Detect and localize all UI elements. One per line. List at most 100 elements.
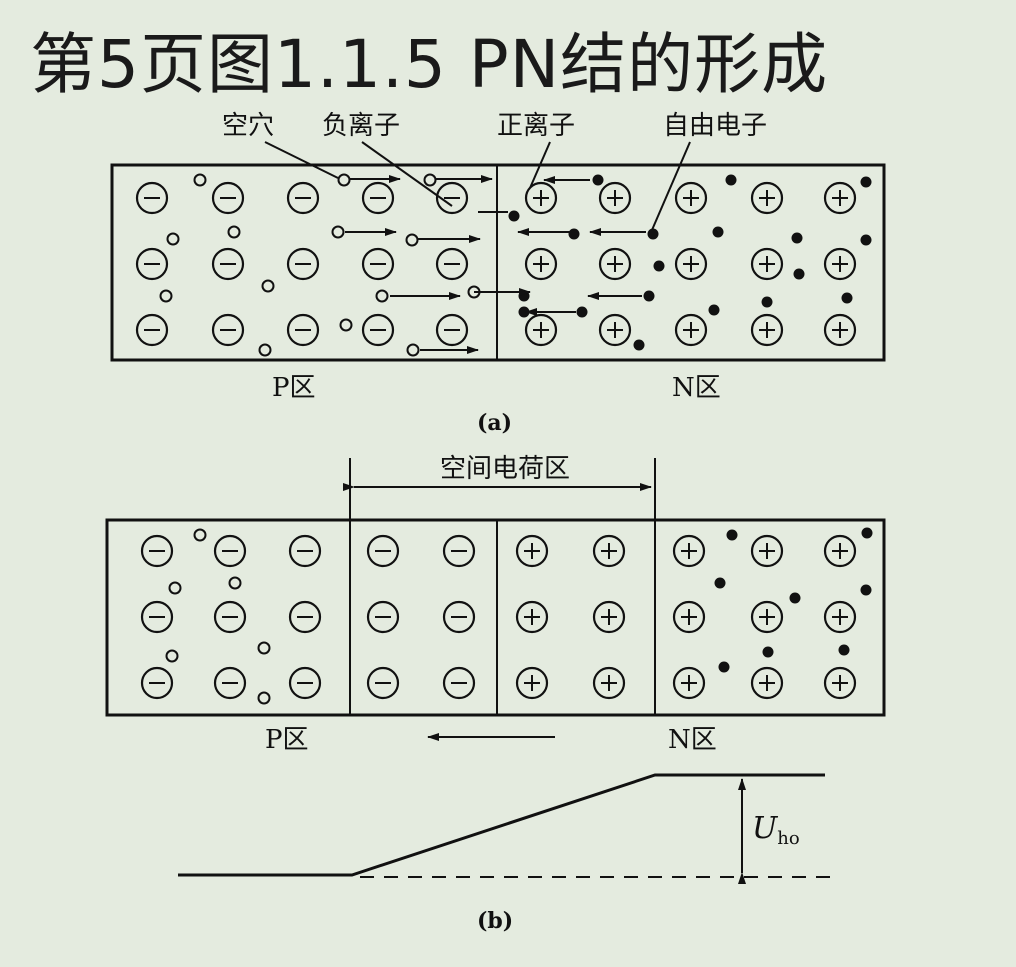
potential-curve xyxy=(178,773,825,877)
positive-ion xyxy=(750,534,784,568)
positive-ion xyxy=(750,600,784,634)
hole-label: 空穴 xyxy=(222,111,274,141)
positive-ion xyxy=(592,534,626,568)
positive-ion xyxy=(823,534,857,568)
negative-ion xyxy=(211,247,245,281)
positive-ion xyxy=(524,181,558,215)
crystal-box-b xyxy=(105,518,886,717)
free-electron xyxy=(838,644,850,656)
positive-ion xyxy=(672,534,706,568)
positive-ion xyxy=(672,666,706,700)
free-electron-label: 自由电子 xyxy=(663,111,767,141)
negative-ion xyxy=(288,666,322,700)
negative-ion xyxy=(135,313,169,347)
negative-ion xyxy=(435,181,469,215)
free-electron xyxy=(508,210,520,222)
negative-ion xyxy=(213,600,247,634)
free-electron xyxy=(762,646,774,658)
positive-ion xyxy=(672,600,706,634)
positive-ion xyxy=(823,247,857,281)
hole xyxy=(261,279,275,293)
free-electron xyxy=(860,584,872,596)
negative-ion xyxy=(211,313,245,347)
free-electron xyxy=(791,232,803,244)
negative-ion xyxy=(140,534,174,568)
positive-ion-label: 正离子 xyxy=(497,111,575,141)
hole xyxy=(168,581,182,595)
hole xyxy=(405,233,419,247)
free-electron xyxy=(718,661,730,673)
negative-ion-label: 负离子 xyxy=(322,111,400,141)
free-electron xyxy=(653,260,665,272)
caption-b: (b) xyxy=(477,908,513,934)
ions-a xyxy=(135,181,857,347)
space-charge-label: 空间电荷区 xyxy=(440,454,570,484)
hole xyxy=(193,528,207,542)
negative-ion xyxy=(213,666,247,700)
free-electron xyxy=(576,306,588,318)
negative-ion xyxy=(361,313,395,347)
free-electron xyxy=(841,292,853,304)
negative-ion xyxy=(366,600,400,634)
free-electron xyxy=(712,226,724,238)
ions-b xyxy=(140,534,857,700)
potential-label: Uho xyxy=(752,811,800,849)
p-region-label-b: P区 xyxy=(265,725,309,755)
free-electron xyxy=(761,296,773,308)
hole xyxy=(193,173,207,187)
negative-ion xyxy=(213,534,247,568)
free-electron xyxy=(633,339,645,351)
free-electron xyxy=(714,577,726,589)
hole xyxy=(423,173,437,187)
free-electron xyxy=(647,228,659,240)
callout-leader-lines xyxy=(264,141,691,231)
n-region-label-b: N区 xyxy=(668,725,717,755)
negative-ion xyxy=(442,534,476,568)
free-electron xyxy=(860,176,872,188)
positive-ion xyxy=(674,247,708,281)
diagram-a: 空穴 负离子 正离子 自由电子 xyxy=(110,111,886,436)
hole xyxy=(228,576,242,590)
positive-ion xyxy=(524,247,558,281)
free-electron xyxy=(708,304,720,316)
hole xyxy=(257,641,271,655)
negative-ion xyxy=(442,600,476,634)
negative-ion xyxy=(288,534,322,568)
hole xyxy=(406,343,420,357)
free-electron xyxy=(860,234,872,246)
potential-label-main: U xyxy=(752,811,779,846)
free-electron xyxy=(793,268,805,280)
positive-ion xyxy=(823,666,857,700)
negative-ion xyxy=(366,666,400,700)
negative-ion xyxy=(211,181,245,215)
negative-ion xyxy=(435,247,469,281)
hole xyxy=(257,691,271,705)
positive-ion xyxy=(674,313,708,347)
hole xyxy=(166,232,180,246)
negative-ion xyxy=(135,181,169,215)
positive-ion xyxy=(823,313,857,347)
positive-ion xyxy=(674,181,708,215)
negative-ion xyxy=(286,313,320,347)
negative-ion xyxy=(135,247,169,281)
free-electron xyxy=(725,174,737,186)
positive-ion xyxy=(524,313,558,347)
hole xyxy=(258,343,272,357)
positive-ion xyxy=(515,600,549,634)
n-region-label-a: N区 xyxy=(672,373,721,403)
hole xyxy=(339,318,353,332)
potential-label-subscript: ho xyxy=(777,828,799,849)
caption-a: (a) xyxy=(477,410,512,436)
positive-ion xyxy=(598,247,632,281)
free-electron xyxy=(861,527,873,539)
positive-ion xyxy=(823,600,857,634)
positive-ion xyxy=(750,666,784,700)
free-electron xyxy=(643,290,655,302)
positive-ion xyxy=(592,600,626,634)
diagram-b: 空间电荷区 P区 N区 Uho (b) xyxy=(105,454,886,934)
carriers-b xyxy=(165,527,873,705)
diffusion-arrows xyxy=(345,175,646,354)
hole xyxy=(227,225,241,239)
